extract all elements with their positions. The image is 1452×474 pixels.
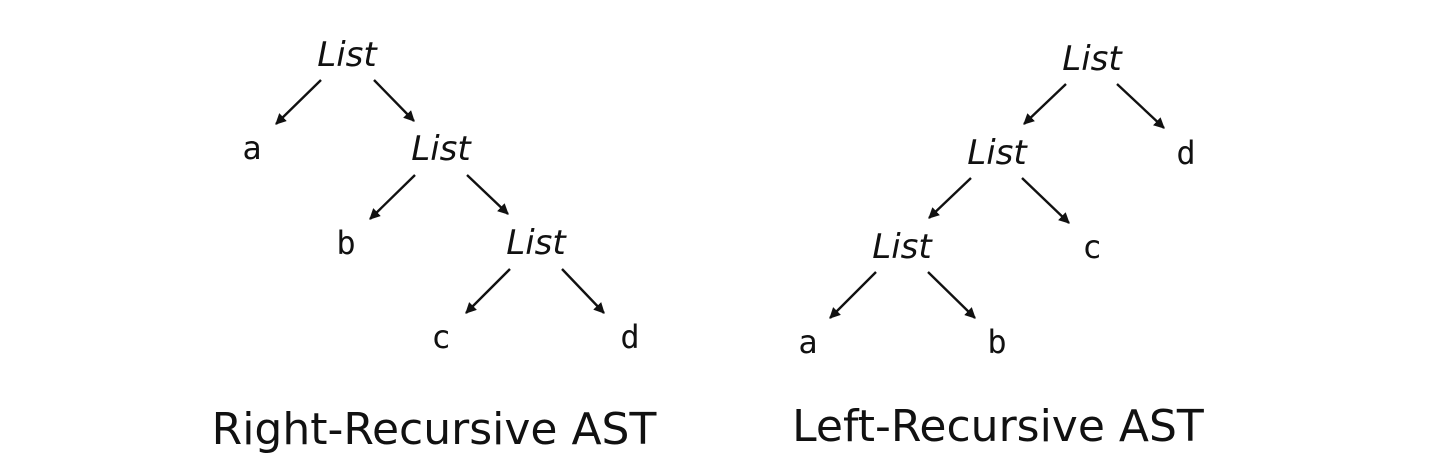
tree-leaf: c [431,318,450,356]
tree-leaf: d [620,318,639,356]
tree-node: List [411,129,472,169]
tree-leaf: c [1082,228,1101,266]
edge-m3-a [829,271,877,319]
edge-n1-n2 [373,79,415,122]
right-recursive-tree: List a List b List c d Right-Recursive A… [212,35,657,455]
tree-node: List [967,133,1028,173]
edge-n1-a [275,79,322,125]
tree-caption: Right-Recursive AST [212,404,657,455]
tree-leaf: a [242,129,261,167]
tree-node: List [872,227,933,267]
tree-leaf: a [798,323,817,361]
tree-leaf: b [336,224,355,262]
edge-m1-d [1116,83,1165,129]
edge-n3-d [561,268,605,314]
tree-leaf: d [1176,134,1195,172]
edge-m2-m3 [928,177,972,219]
edge-n2-b [369,174,416,220]
edge-m2-c [1021,177,1070,224]
edge-n3-c [465,268,511,314]
tree-node: List [317,35,378,75]
tree-caption: Left-Recursive AST [792,401,1204,452]
tree-node: List [506,223,567,263]
tree-leaf: b [987,323,1006,361]
tree-node: List [1062,39,1123,79]
edge-n2-n3 [466,174,509,215]
edge-m3-b [927,271,976,319]
left-recursive-tree: List List d List c a b Left-Recursive AS… [792,39,1204,452]
edge-m1-m2 [1023,83,1067,125]
